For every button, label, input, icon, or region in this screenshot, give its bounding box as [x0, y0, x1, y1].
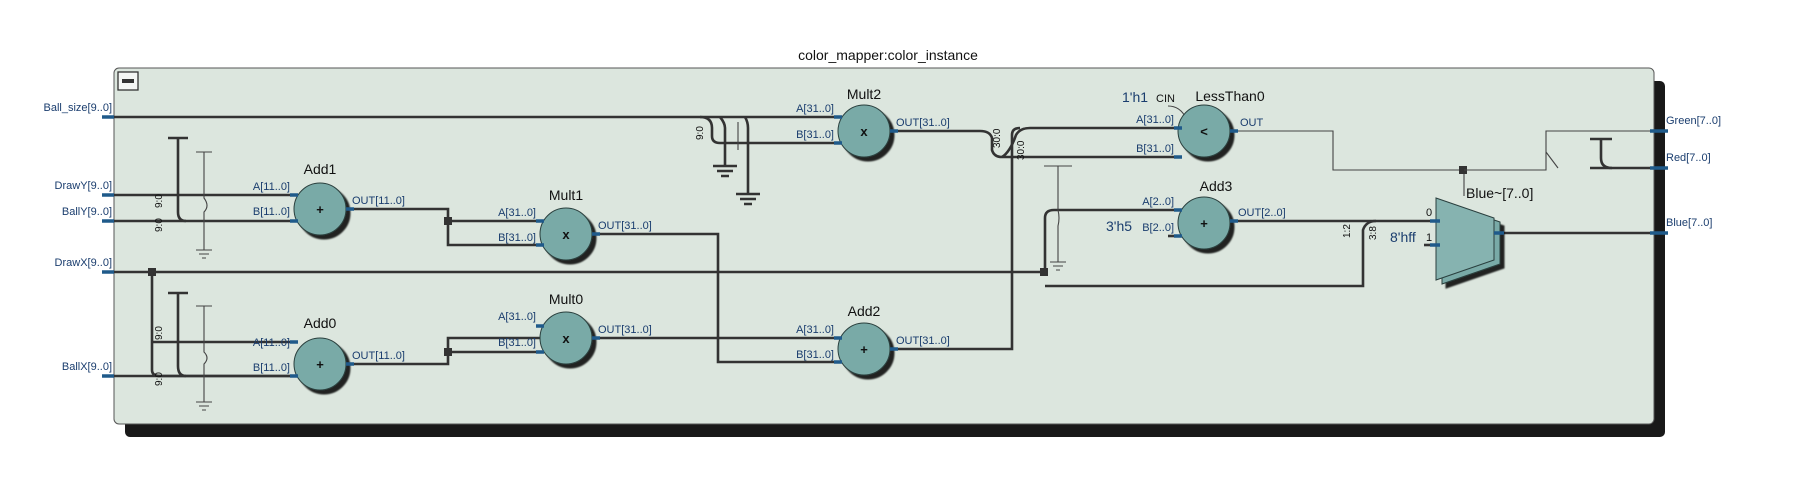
add1-block[interactable]: Add1 + A[11..0] B[11..0] OUT[11..0] [253, 161, 405, 236]
pin-a: A[31..0] [498, 311, 536, 323]
cin-constant: 1'h1 [1122, 89, 1148, 105]
input-ballx[interactable]: BallX[9..0] [62, 361, 112, 373]
pin-out: OUT[31..0] [598, 220, 652, 232]
block-label: LessThan0 [1195, 88, 1264, 104]
pin-b: B[31..0] [796, 349, 834, 361]
module-panel [113, 67, 1665, 437]
pin-out: OUT[31..0] [598, 324, 652, 336]
mux-input-0: 0 [1426, 207, 1432, 219]
block-label: Mult1 [549, 187, 583, 203]
multiply-icon: x [860, 124, 868, 139]
less-than-icon: < [1200, 124, 1208, 139]
plus-icon: + [860, 342, 868, 357]
add2-block[interactable]: Add2 + A[31..0] B[31..0] OUT[31..0] [796, 303, 950, 376]
add3-block[interactable]: Add3 + 3'h5 A[2..0] B[2..0] OUT[2..0] [1106, 178, 1286, 250]
pin-b: B[11..0] [253, 206, 290, 218]
pin-b: B[31..0] [498, 337, 536, 349]
plus-icon: + [1200, 216, 1208, 231]
plus-icon: + [316, 357, 324, 372]
pin-a: A[31..0] [1136, 114, 1174, 126]
mult1-block[interactable]: Mult1 x A[31..0] B[31..0] OUT[31..0] [498, 187, 652, 261]
output-red[interactable]: Red[7..0] [1666, 152, 1711, 164]
slice-label: 30:0 [992, 128, 1003, 148]
block-label: Mult0 [549, 291, 583, 307]
input-bally[interactable]: BallY[9..0] [62, 206, 112, 218]
pin-b: B[31..0] [796, 129, 834, 141]
pin-out: OUT[31..0] [896, 117, 950, 129]
pin-a: A[31..0] [498, 207, 536, 219]
input-drawx[interactable]: DrawX[9..0] [55, 257, 112, 269]
slice-label: 1:2 [1342, 224, 1353, 238]
mux-input-1: 1 [1426, 232, 1432, 244]
block-label: Add2 [848, 303, 881, 319]
pin-out: OUT[31..0] [896, 335, 950, 347]
mux-in1-constant: 8'hff [1390, 229, 1416, 245]
block-label: Mult2 [847, 86, 881, 102]
mult2-block[interactable]: Mult2 x A[31..0] B[31..0] OUT[31..0] [796, 86, 950, 158]
multiply-icon: x [562, 227, 570, 242]
lessthan0-block[interactable]: LessThan0 1'h1 CIN < A[31..0] B[31..0] O… [1122, 88, 1265, 159]
pin-b: B[31..0] [498, 232, 536, 244]
multiply-icon: x [562, 331, 570, 346]
pin-b: B[11..0] [253, 362, 290, 374]
block-label: Add1 [304, 161, 337, 177]
minus-square-icon[interactable] [117, 71, 139, 91]
input-ball-size[interactable]: Ball_size[9..0] [44, 102, 112, 114]
output-ports: Green[7..0] Red[7..0] Blue[7..0] [1650, 115, 1721, 235]
bit-slices: 9:0 9:0 9:0 9:0 9:0 30:0 30:0 1:2 3:8 [154, 126, 1379, 386]
b-constant: 3'h5 [1106, 218, 1132, 234]
wires [108, 115, 1660, 411]
pin-b: B[31..0] [1136, 143, 1174, 155]
block-label: Blue~[7..0] [1466, 185, 1533, 201]
pin-a: A[11..0] [253, 181, 290, 193]
pin-out: OUT [1240, 117, 1264, 129]
slice-label: 9:0 [154, 372, 165, 386]
slice-label: 9:0 [695, 126, 706, 140]
pin-out: OUT[2..0] [1238, 207, 1286, 219]
slice-label: 30:0 [1016, 140, 1027, 160]
slice-label: 9:0 [154, 326, 165, 340]
output-green[interactable]: Green[7..0] [1666, 115, 1721, 127]
input-drawy[interactable]: DrawY[9..0] [55, 180, 112, 192]
plus-icon: + [316, 202, 324, 217]
pin-a: A[11..0] [253, 337, 290, 349]
block-label: Add3 [1200, 178, 1233, 194]
add0-block[interactable]: Add0 + A[11..0] B[11..0] OUT[11..0] [253, 315, 405, 391]
cin-label: CIN [1156, 93, 1175, 105]
blue-mux-block[interactable]: Blue~[7..0] 0 1 8'hff [1390, 185, 1533, 285]
pin-a: A[31..0] [796, 103, 834, 115]
block-label: Add0 [304, 315, 337, 331]
slice-label: 3:8 [1368, 226, 1379, 240]
output-blue[interactable]: Blue[7..0] [1666, 217, 1712, 229]
mult0-block[interactable]: Mult0 x A[31..0] B[31..0] OUT[31..0] [498, 291, 652, 365]
slice-label: 9:0 [154, 218, 165, 232]
pin-b: B[2..0] [1142, 222, 1174, 234]
module-title: color_mapper:color_instance [798, 47, 978, 63]
input-ports: Ball_size[9..0] DrawY[9..0] BallY[9..0] … [44, 102, 114, 378]
pin-out: OUT[11..0] [352, 350, 405, 362]
pin-a: A[2..0] [1142, 196, 1174, 208]
pin-out: OUT[11..0] [352, 195, 405, 207]
slice-label: 9:0 [154, 194, 165, 208]
pin-a: A[31..0] [796, 324, 834, 336]
